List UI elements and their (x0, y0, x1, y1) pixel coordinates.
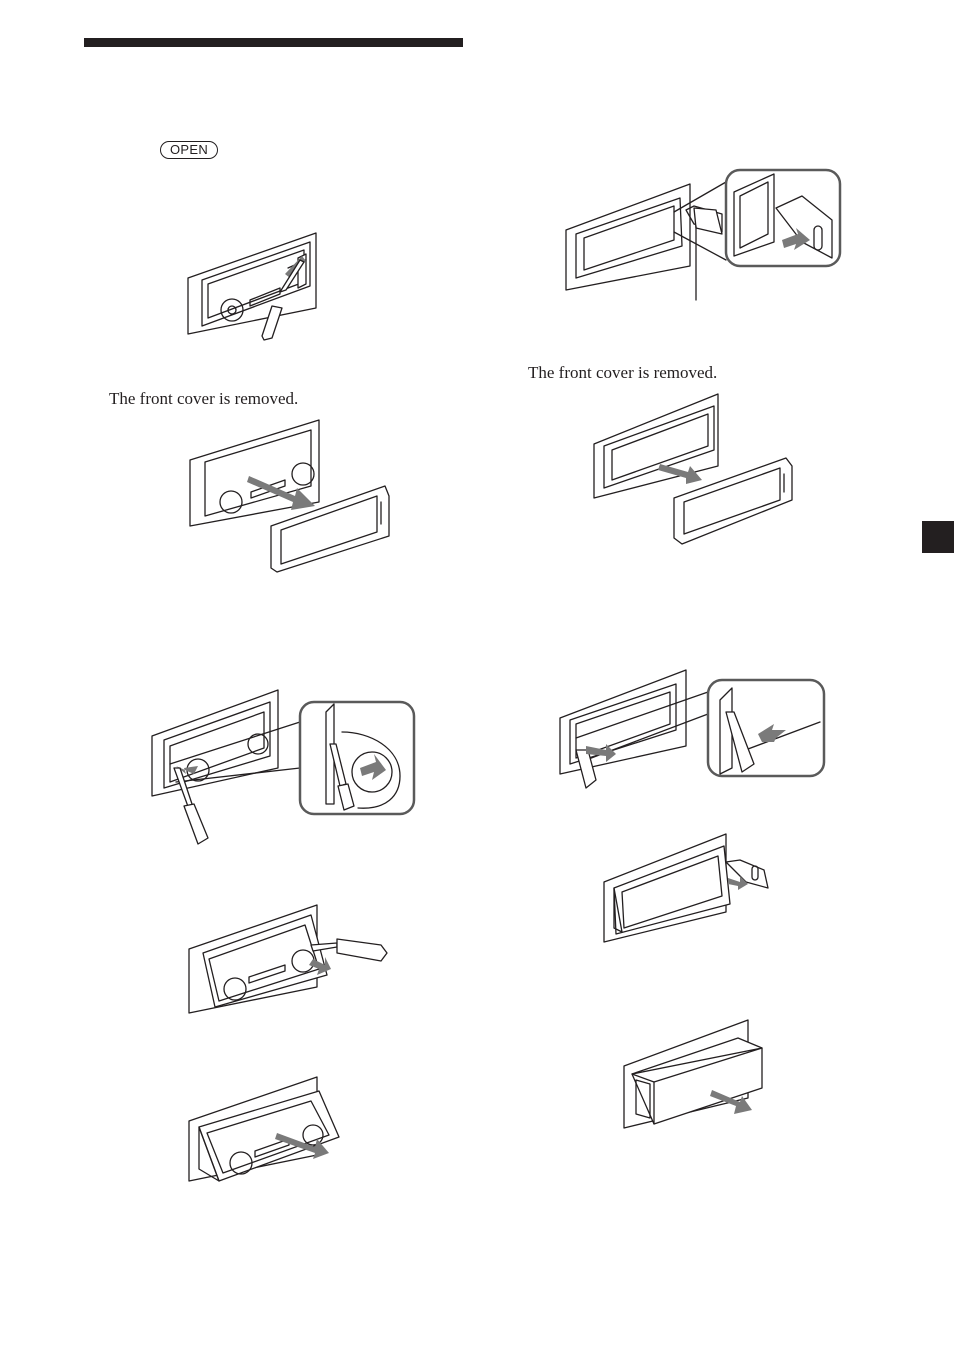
illustration-unit-with-key (600, 832, 775, 948)
illustration-insert-release-keys (558, 668, 828, 792)
illustration-release-key-callout (562, 168, 844, 303)
open-key-icon: OPEN (160, 141, 218, 159)
section-header-rule (84, 38, 463, 47)
caption-left-front-cover-removed: The front cover is removed. (109, 389, 299, 408)
illustration-front-cover-detached (185, 418, 390, 578)
illustration-release-with-callout-left (150, 688, 418, 848)
section-thumb-tab (922, 521, 954, 553)
caption-right-front-cover-removed: The front cover is removed. (528, 363, 718, 382)
illustration-pull-unit-right (620, 1018, 770, 1133)
illustration-pry-front-cover (180, 228, 330, 348)
illustration-screwdriver-right-latch (185, 903, 390, 1018)
illustration-front-cover-removed-right (590, 392, 800, 548)
illustration-pull-unit-left (185, 1075, 350, 1190)
